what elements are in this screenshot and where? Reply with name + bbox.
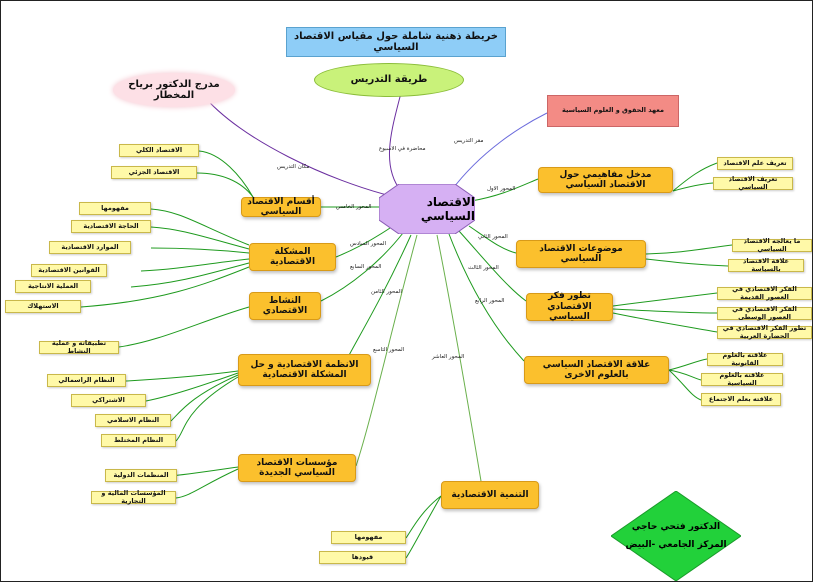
edge-label-place: مكان التدريس xyxy=(277,164,310,170)
node-sections: أقسام الاقتصاد السياسي xyxy=(241,197,321,217)
leaf-problem-6: الاستهلاك xyxy=(5,300,81,313)
leaf-topics-2: علاقة الاقتصاد بالسياسة xyxy=(728,257,804,272)
edge-label-axis6: المحور السادس xyxy=(350,241,387,247)
leaf-development-2: قيودها xyxy=(319,551,406,564)
leaf-systems-3: النظام الاسلامي xyxy=(95,414,171,427)
edge-label-axis2: المحور الثاني xyxy=(478,234,508,240)
leaf-problem-2: الحاجة الاقتصادية xyxy=(71,220,151,233)
node-intro: مدخل مفاهيمي حول الاقتصاد السياسي xyxy=(538,167,673,193)
leaf-intro-2: تعريف الاقتصاد السياسي xyxy=(713,175,793,190)
leaf-systems-2: الاشتراكي xyxy=(71,394,146,407)
leaf-activity-1: تطبيقاته و عملية النشاط xyxy=(39,339,119,354)
node-development: التنمية الاقتصادية xyxy=(441,481,539,509)
leaf-problem-4: القوانين الاقتصادية xyxy=(31,264,107,277)
leaf-problem-5: العملية الانتاجية xyxy=(15,280,91,293)
author-diamond-shape xyxy=(611,491,741,581)
leaf-institutions-1: المنظمات الدولية xyxy=(105,469,177,482)
edge-label-axis9: المحور التاسع xyxy=(373,347,405,353)
leaf-problem-1: مفهومها xyxy=(79,202,151,215)
amphitheatre-node: مدرج الدكتور برياح المخطار xyxy=(113,73,235,107)
node-activity: النشاط الاقتصادي xyxy=(249,292,321,320)
institute-node: معهد الحقوق و العلوم السياسية xyxy=(547,95,679,127)
node-institutions: مؤسسات الاقتصاد السياسي الجديدة xyxy=(238,454,356,482)
edge-label-axis8: المحور الثامن xyxy=(371,289,402,295)
leaf-systems-1: النظام الراسمالي xyxy=(47,374,126,387)
leaf-relation-1: علاقته بالعلوم القانونية xyxy=(707,351,783,366)
edge-label-axis10: المحور العاشر xyxy=(432,354,465,360)
leaf-relation-3: علاقته بعلم الاجتماع xyxy=(701,393,781,406)
node-evolution: تطور فكر الاقتصادي السياسي xyxy=(526,291,613,322)
leaf-sections-2: الاقتصاد الجزئي xyxy=(111,166,197,179)
leaf-evolution-3: تطور الفكر الاقتصادي في الحضارة العربية xyxy=(717,324,812,339)
leaf-topics-1: ما يعالجه الاقتصاد السياسي xyxy=(732,237,812,252)
node-relation: علاقة الاقتصاد السياسي بالعلوم الاخرى xyxy=(524,356,669,384)
leaf-systems-4: النظام المختلط xyxy=(101,434,176,447)
leaf-institutions-2: المؤسسات المالية و التجارية xyxy=(91,489,176,504)
edge-label-axis1: المحور الاول xyxy=(487,186,516,192)
map-title: خريطة ذهنية شاملة حول مقياس الاقتصاد الس… xyxy=(286,27,506,57)
leaf-problem-3: الموارد الاقتصادية xyxy=(49,241,131,254)
node-topics: موضوعات الاقتصاد السياسي xyxy=(516,240,646,268)
leaf-development-1: مفهومها xyxy=(331,531,406,544)
author-block: الدكتور فتحي حاجي المركز الجامعي -البيض xyxy=(611,506,741,566)
center-topic: الاقتصاد السياسي xyxy=(420,195,475,223)
leaf-evolution-2: الفكر الاقتصادي في العصور الوسطى xyxy=(717,305,812,320)
edge-label-lecture: محاضرة في الاسبوع xyxy=(379,146,426,152)
teaching-method-node: طريقة التدريس xyxy=(314,63,464,97)
edge-label-teach-place: مقر التدريس xyxy=(454,138,484,144)
leaf-evolution-1: الفكر الاقتصادي في العصور القديمة xyxy=(717,285,812,300)
node-problem: المشكلة الاقتصادية xyxy=(249,243,336,271)
leaf-sections-1: الاقتصاد الكلي xyxy=(119,144,199,157)
leaf-relation-2: علاقته بالعلوم السياسية xyxy=(701,371,783,386)
center-shape xyxy=(379,184,475,234)
edge-label-axis7: المحور السابع xyxy=(350,264,382,270)
author-name: الدكتور فتحي حاجي xyxy=(631,522,721,532)
edge-label-axis4: المحور الرابع xyxy=(475,298,505,304)
leaf-intro-1: تعريف علم الاقتصاد xyxy=(717,157,793,170)
node-systems: الانظمة الاقتصادية و حل المشكلة الاقتصاد… xyxy=(238,354,371,386)
edge-label-axis3: المحور الثالث xyxy=(468,265,499,271)
author-place: المركز الجامعي -البيض xyxy=(625,540,727,550)
edge-label-axis5: المحور الخامس xyxy=(336,204,372,210)
